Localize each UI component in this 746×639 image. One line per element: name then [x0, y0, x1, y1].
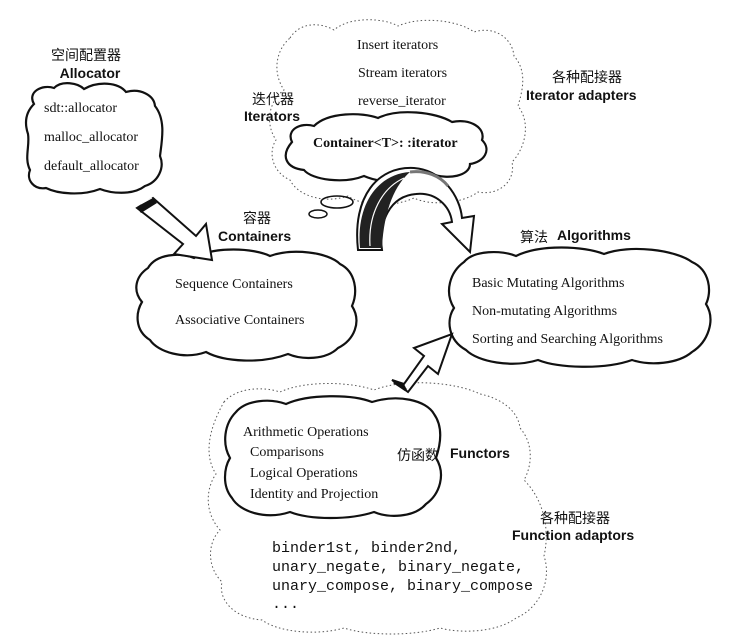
containers-cloud — [135, 248, 358, 362]
algorithm-item: Sorting and Searching Algorithms — [472, 332, 663, 347]
container-item: Sequence Containers — [175, 277, 293, 292]
iterator-core-cloud — [284, 111, 488, 183]
iterator-adapter-item: reverse_iterator — [358, 94, 446, 109]
allocator-item: default_allocator — [44, 159, 139, 174]
allocator-item: sdt::allocator — [44, 101, 118, 116]
iterators-title-en: Iterators — [244, 108, 301, 124]
function-adaptor-code-line: ... — [272, 596, 300, 613]
bubble-2 — [308, 209, 328, 219]
iterator-bridge-arrow — [356, 166, 476, 255]
allocator-title-en: Allocator — [59, 65, 121, 81]
iterator-adapter-item: Insert iterators — [357, 38, 439, 53]
functors-cloud — [223, 395, 443, 520]
allocator-cloud — [24, 82, 164, 195]
iterator-adapter-item: Stream iterators — [358, 66, 448, 81]
iterators-title-zh: 迭代器 — [252, 92, 294, 108]
iterator-adapters-title-en: Iterator adapters — [526, 87, 637, 103]
function-adaptor-code-line: unary_compose, binary_compose — [272, 578, 534, 595]
container-item: Associative Containers — [175, 313, 305, 328]
iterator-adapters-title-zh: 各种配接器 — [552, 70, 622, 86]
function-adaptors-title-en: Function adaptors — [512, 527, 635, 543]
allocator-item: malloc_allocator — [44, 130, 139, 145]
function-adaptor-code-line: unary_negate, binary_negate, — [272, 559, 525, 576]
function-adaptors-title-zh: 各种配接器 — [540, 511, 610, 527]
algorithms-cloud — [447, 246, 712, 368]
functor-item: Arithmetic Operations — [243, 425, 369, 440]
algorithm-item: Basic Mutating Algorithms — [472, 276, 625, 291]
algorithms-title-zh: 算法 — [520, 230, 548, 246]
function-adaptor-code-line: binder1st, binder2nd, — [272, 540, 462, 557]
allocator-to-containers-arrow — [135, 196, 214, 262]
iterator-core-label: Container<T>: :iterator — [313, 136, 458, 151]
functor-item: Logical Operations — [250, 466, 358, 481]
functors-title-zh: 仿函数 — [397, 448, 439, 464]
functors-title-en: Functors — [450, 445, 510, 461]
bubble-1 — [320, 195, 354, 209]
functor-item: Identity and Projection — [250, 487, 379, 502]
allocator-title-zh: 空间配置器 — [51, 48, 121, 64]
function-adaptors-cloud — [207, 382, 547, 635]
containers-title-zh: 容器 — [243, 211, 271, 227]
containers-title-en: Containers — [218, 228, 292, 244]
algorithm-item: Non-mutating Algorithms — [472, 304, 618, 319]
functor-item: Comparisons — [250, 445, 324, 460]
algorithms-title-en: Algorithms — [557, 227, 631, 243]
functors-to-algorithms-arrow — [391, 332, 454, 394]
